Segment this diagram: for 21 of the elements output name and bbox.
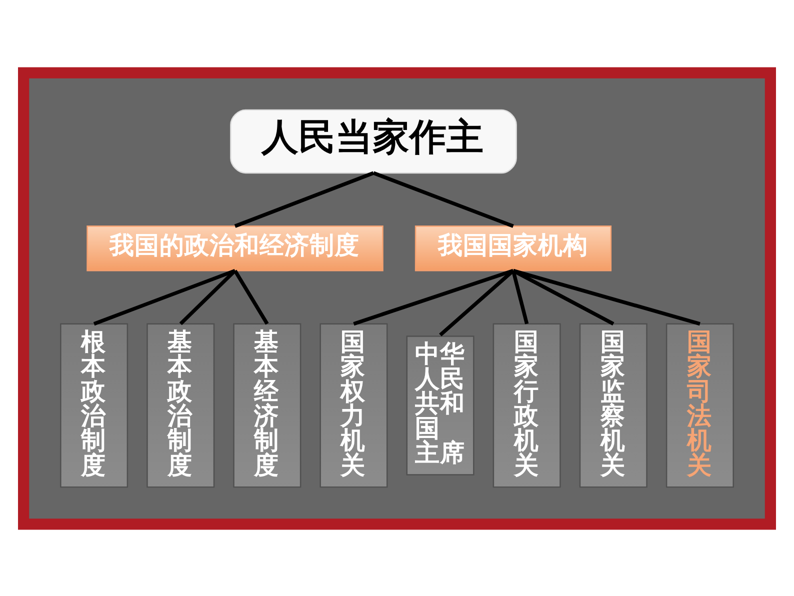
node-box: 国家权力机关 bbox=[320, 322, 388, 488]
cluster bbox=[18, 66, 776, 530]
connector bbox=[512, 268, 614, 325]
node-box: 基本经济制度 bbox=[233, 322, 302, 488]
node-box: 基本政治制度 bbox=[146, 322, 215, 488]
connector bbox=[372, 170, 514, 228]
node-box: 人民当家作主 bbox=[230, 108, 517, 174]
connector bbox=[93, 268, 236, 326]
node-box: 我国国家机构 bbox=[414, 225, 612, 271]
connector bbox=[179, 268, 236, 325]
node-box: 国家司法机关 bbox=[666, 322, 734, 488]
node-box: 国家监察机关 bbox=[579, 322, 648, 488]
connector bbox=[439, 268, 514, 336]
node-box: 根本政治制度 bbox=[60, 322, 128, 488]
node-box: 我国的政治和经济制度 bbox=[86, 225, 384, 271]
connector bbox=[512, 268, 700, 326]
connector bbox=[233, 269, 269, 324]
node-box: 国家行政机关 bbox=[492, 322, 561, 488]
connector bbox=[353, 268, 514, 326]
connector bbox=[234, 170, 374, 228]
node-box: 中华人民共和国主席 bbox=[406, 335, 474, 475]
